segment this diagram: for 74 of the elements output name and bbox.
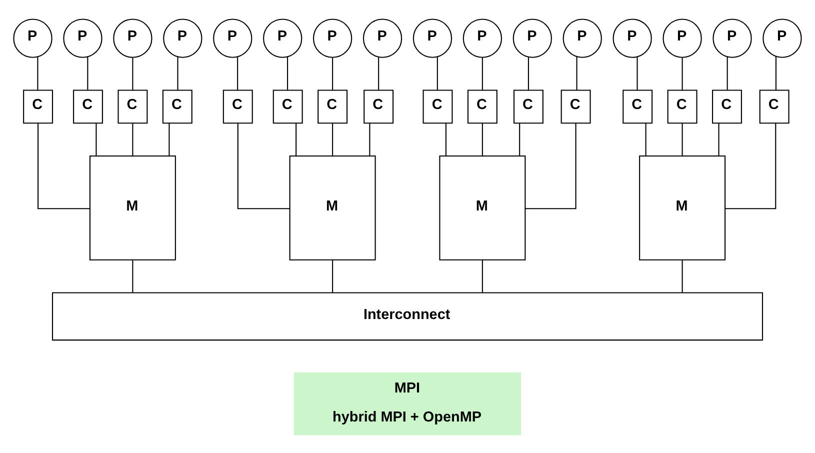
connector xyxy=(718,122,720,156)
node-box: M xyxy=(439,154,526,260)
connector xyxy=(177,56,178,90)
connector xyxy=(482,260,483,292)
node-circle: P xyxy=(562,18,602,58)
connector xyxy=(132,122,134,156)
node-circle: P xyxy=(612,18,652,58)
connector xyxy=(482,57,483,90)
connector xyxy=(576,56,578,90)
connector xyxy=(525,123,576,209)
connector xyxy=(528,56,529,90)
connector xyxy=(296,122,297,156)
connector xyxy=(132,57,134,90)
connector xyxy=(445,122,446,156)
connector xyxy=(645,122,646,156)
node-box: C xyxy=(272,89,303,124)
connector xyxy=(237,123,290,209)
connector xyxy=(38,123,90,209)
connector xyxy=(37,56,38,90)
connector xyxy=(287,56,288,90)
node-circle: P xyxy=(213,18,252,58)
connector xyxy=(775,56,776,90)
node-box: C xyxy=(318,89,348,124)
node-box: C xyxy=(759,89,790,124)
connector xyxy=(726,56,728,90)
node-circle: P xyxy=(312,18,352,58)
node-circle: P xyxy=(13,18,52,58)
node-circle: P xyxy=(762,18,802,58)
connector xyxy=(725,123,776,209)
node-circle: P xyxy=(712,18,752,58)
connector xyxy=(682,57,683,90)
connector xyxy=(87,56,88,90)
node-circle: P xyxy=(462,18,502,58)
node-circle: P xyxy=(362,18,402,58)
node-box: C xyxy=(467,89,498,124)
connector xyxy=(436,56,438,90)
node-box: C xyxy=(23,89,54,124)
connector xyxy=(682,122,683,156)
node-circle: P xyxy=(113,18,152,58)
node-box: C xyxy=(222,89,253,124)
node-box: C xyxy=(162,89,192,124)
node-box: C xyxy=(73,89,103,124)
node-box: M xyxy=(289,154,376,260)
node-circle: P xyxy=(412,18,452,58)
connector xyxy=(519,122,520,156)
connector xyxy=(237,56,238,90)
node-box: M xyxy=(639,154,726,260)
node-circle: P xyxy=(63,18,102,58)
connector xyxy=(482,122,483,156)
connector xyxy=(332,260,334,292)
connector xyxy=(332,122,334,156)
connector xyxy=(636,56,638,90)
connector xyxy=(168,122,170,156)
node-box: C xyxy=(560,89,591,124)
node-box: C xyxy=(667,89,698,124)
connector xyxy=(132,260,134,292)
node-box: MPI hybrid MPI + OpenMP xyxy=(294,372,522,435)
node-box: C xyxy=(712,89,742,124)
connector xyxy=(96,122,97,156)
node-circle: P xyxy=(662,18,702,58)
node-box: C xyxy=(364,89,394,124)
node-box: C xyxy=(513,89,544,124)
node-circle: P xyxy=(163,18,202,58)
connector xyxy=(378,56,380,90)
node-box: Interconnect xyxy=(52,292,764,340)
node-box: M xyxy=(89,154,176,260)
connector xyxy=(682,260,683,292)
connector xyxy=(369,122,370,156)
node-circle: P xyxy=(512,18,552,58)
node-circle: P xyxy=(263,18,302,58)
node-box: C xyxy=(622,89,653,124)
node-box: C xyxy=(118,89,148,124)
node-box: C xyxy=(422,89,453,124)
connector xyxy=(332,57,334,90)
